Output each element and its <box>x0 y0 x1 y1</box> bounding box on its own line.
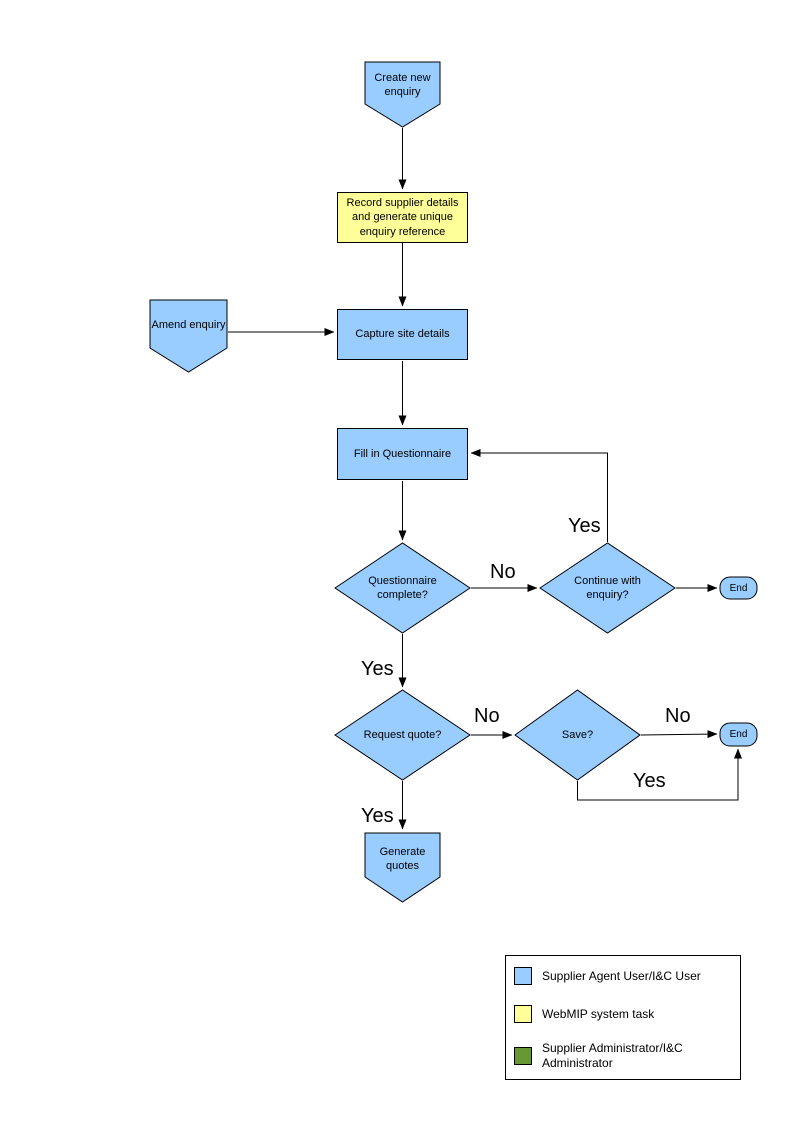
record-supplier-details-label: Record supplier details and generate uni… <box>346 197 459 238</box>
end-terminator-top <box>719 576 758 600</box>
legend-row-supplier-admin: Supplier Administrator/I&C Administrator <box>514 1041 738 1071</box>
request-quote-label: Request quote? <box>363 728 442 741</box>
edge-label-questionnaire-no: No <box>490 561 516 583</box>
continue-with-enquiry-label: Continue with enquiry? <box>574 574 641 601</box>
save-decision <box>514 689 641 781</box>
amend-enquiry-label: Amend enquiry <box>151 318 226 331</box>
generate-quotes-shape <box>364 832 441 903</box>
end-right-label: End <box>729 729 748 740</box>
amend-enquiry-shape <box>149 299 228 373</box>
legend-swatch-blue <box>514 967 532 985</box>
edge-continue-yes-loop <box>470 449 608 542</box>
questionnaire-complete-label: Questionnaire complete? <box>368 574 437 601</box>
generate-quotes-label: Generate quotes <box>379 845 426 872</box>
legend-box: Supplier Agent User/I&C User WebMIP syst… <box>505 955 741 1080</box>
record-supplier-details-task: Record supplier details and generate uni… <box>337 192 468 243</box>
legend-swatch-yellow <box>514 1005 532 1023</box>
end-top-label: End <box>729 582 748 594</box>
capture-site-details-label: Capture site details <box>355 328 450 341</box>
edge-label-save-yes: Yes <box>633 770 666 792</box>
legend-label-supplier-agent: Supplier Agent User/I&C User <box>542 968 701 983</box>
save-label: Save? <box>561 728 594 741</box>
legend-swatch-green <box>514 1047 532 1065</box>
edge-save-yes-loop <box>577 748 742 801</box>
create-enquiry-shape <box>364 61 441 128</box>
questionnaire-complete-decision <box>334 542 471 634</box>
request-quote-decision <box>334 689 471 781</box>
capture-site-details-task: Capture site details <box>337 309 468 360</box>
legend-row-webmip-task: WebMIP system task <box>514 1005 738 1023</box>
fill-in-questionnaire-task: Fill in Questionnaire <box>337 428 468 480</box>
fill-in-questionnaire-label: Fill in Questionnaire <box>353 447 452 460</box>
end-terminator-right <box>719 722 758 747</box>
edge-label-questionnaire-yes: Yes <box>361 658 394 680</box>
legend-row-supplier-agent: Supplier Agent User/I&C User <box>514 967 738 985</box>
edge-label-save-no: No <box>665 705 691 727</box>
edge-label-continue-yes: Yes <box>568 515 601 537</box>
edge-label-request-no: No <box>474 705 500 727</box>
continue-with-enquiry-decision <box>539 542 676 634</box>
edge-label-request-yes: Yes <box>361 805 394 827</box>
legend-label-supplier-admin: Supplier Administrator/I&C Administrator <box>542 1041 683 1070</box>
edge-save-no <box>640 730 718 739</box>
legend-label-webmip-task: WebMIP system task <box>542 1006 655 1021</box>
create-enquiry-label: Create new enquiry <box>374 71 431 98</box>
